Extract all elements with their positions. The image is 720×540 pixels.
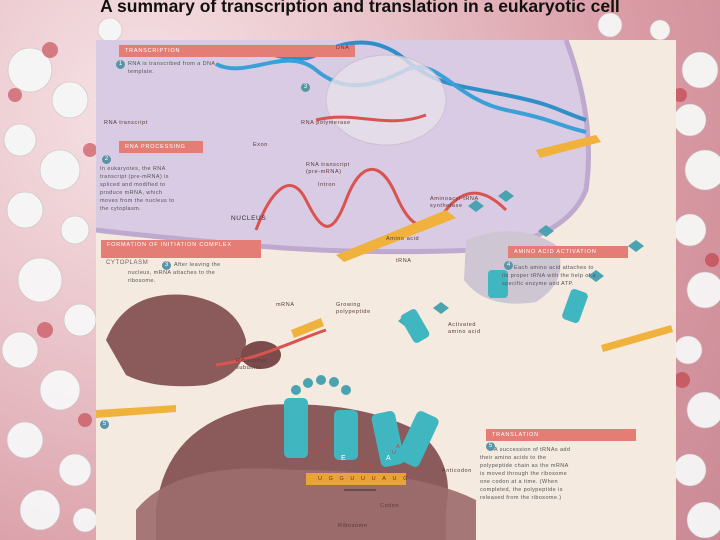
rna-polymerase-shape <box>325 54 447 146</box>
ribosome-lower <box>136 468 476 540</box>
dna-arrow <box>536 135 601 158</box>
anticodon-label: Anticodon <box>442 468 472 474</box>
step3-text: After leaving the nucleus, mRNA attaches… <box>128 262 221 284</box>
step4-text: Each amino acid attaches to its proper t… <box>502 265 597 287</box>
translation-tag: TRANSLATION <box>486 429 636 441</box>
growing-polypeptide-label: Growing polypeptide <box>336 302 371 315</box>
codon-base: U <box>318 476 323 482</box>
codon-sequence: U G G U U U A U G <box>318 476 408 483</box>
trna-a-site <box>371 411 405 467</box>
exon-label: Exon <box>253 142 268 148</box>
codon-base: U <box>371 476 377 482</box>
rna-transcript-label: RNA transcript <box>104 120 148 126</box>
step5-marker-left: 5 <box>100 420 109 429</box>
mrna-strip <box>306 473 406 485</box>
transcription-tag-label: TRANSCRIPTION <box>125 48 181 54</box>
nuclear-envelope <box>96 40 591 255</box>
dna-label: DNA <box>336 45 350 51</box>
ribosome-large-subunit-top <box>106 294 246 387</box>
page-title: A summary of transcription and translati… <box>100 0 620 16</box>
step2-number: 2 <box>102 155 111 164</box>
trna-shape-1 <box>488 270 508 298</box>
aa-activation-tag-label: AMINO ACID ACTIVATION <box>514 249 597 255</box>
activated-amino-acid-label: Activated amino acid <box>448 322 481 335</box>
anticodon-letter: U <box>392 450 397 456</box>
codon-base: G <box>328 476 334 482</box>
aa-activation-tag: AMINO ACID ACTIVATION <box>508 246 628 258</box>
intron-label: Intron <box>318 182 336 188</box>
step5-number: 5 <box>486 442 495 451</box>
step3-marker: 3 <box>301 83 310 92</box>
a-site-label: A <box>386 455 392 462</box>
codon-label: Codon <box>380 503 400 509</box>
step5-text: A succession of tRNAs add their amino ac… <box>480 447 571 501</box>
step3-number: 3 <box>162 261 171 270</box>
transcription-tag: TRANSCRIPTION <box>119 45 355 57</box>
right-arrow <box>601 325 673 352</box>
mrna-arrow-2 <box>291 318 324 338</box>
rna-processing-tag-label: RNA PROCESSING <box>125 144 186 150</box>
rna-transcript-pre-label: RNA transcript (pre-mRNA) <box>306 162 350 175</box>
ribosome-label: Ribosome <box>338 523 368 529</box>
diagram-panel: TRANSCRIPTION DNA 1 RNA is transcribed f… <box>96 40 676 540</box>
formation-tag-label: FORMATION OF INITIATION COMPLEX <box>107 242 232 248</box>
ribosomal-subunits-label: Ribosomal subunits <box>236 358 268 371</box>
trna-p-site <box>334 410 358 460</box>
amino-acid-label: Amino acid <box>386 236 420 242</box>
step1-number: 1 <box>116 60 125 69</box>
anticodon-letter: C <box>326 440 331 446</box>
left-arrow <box>96 405 176 418</box>
cell-illustration <box>96 40 673 540</box>
step1-text: RNA is transcribed from a DNA template. <box>128 61 216 75</box>
codon-base: A <box>382 476 387 482</box>
trna-incoming <box>397 411 439 467</box>
rna-processing-tag: RNA PROCESSING <box>119 141 203 153</box>
e-site-label: E <box>341 455 347 462</box>
formation-tag: FORMATION OF INITIATION COMPLEX <box>101 240 261 258</box>
anticodon-letter: C <box>320 444 325 450</box>
rna-transcript-strand <box>315 113 427 123</box>
trna-shape-3 <box>562 289 588 323</box>
pre-mrna-strand <box>254 167 508 231</box>
trna-shape-2 <box>400 309 430 343</box>
anticodon-letter: A <box>362 463 367 469</box>
anticodon-letter: A <box>369 463 374 469</box>
step2-text: In eukaryotes, the RNA transcript (pre-m… <box>100 166 175 212</box>
codon-base: U <box>392 476 398 482</box>
step4-number: 4 <box>504 261 513 270</box>
translation-tag-label: TRANSLATION <box>492 432 539 438</box>
codon-base: G <box>403 476 408 482</box>
mrna-label: mRNA <box>276 302 295 308</box>
cytoplasm-label: CYTOPLASM <box>106 260 149 266</box>
codon-base: U <box>361 476 366 482</box>
mrna-exit-arrow <box>336 210 456 262</box>
rna-polymerase-label: RNA polymerase <box>301 120 351 126</box>
anticodon-letter: A <box>314 450 319 456</box>
nucleus-label: NUCLEUS <box>231 215 267 222</box>
aa-trna-synthetase-label: Aminoacyl-tRNA synthetase <box>430 196 479 209</box>
trna-label: tRNA <box>396 258 412 264</box>
mrna-to-ribosome <box>215 328 327 367</box>
trna-e-site <box>284 398 308 458</box>
anticodon-letter: A <box>396 444 401 450</box>
codon-base: G <box>339 476 345 482</box>
codon-base: U <box>350 476 355 482</box>
